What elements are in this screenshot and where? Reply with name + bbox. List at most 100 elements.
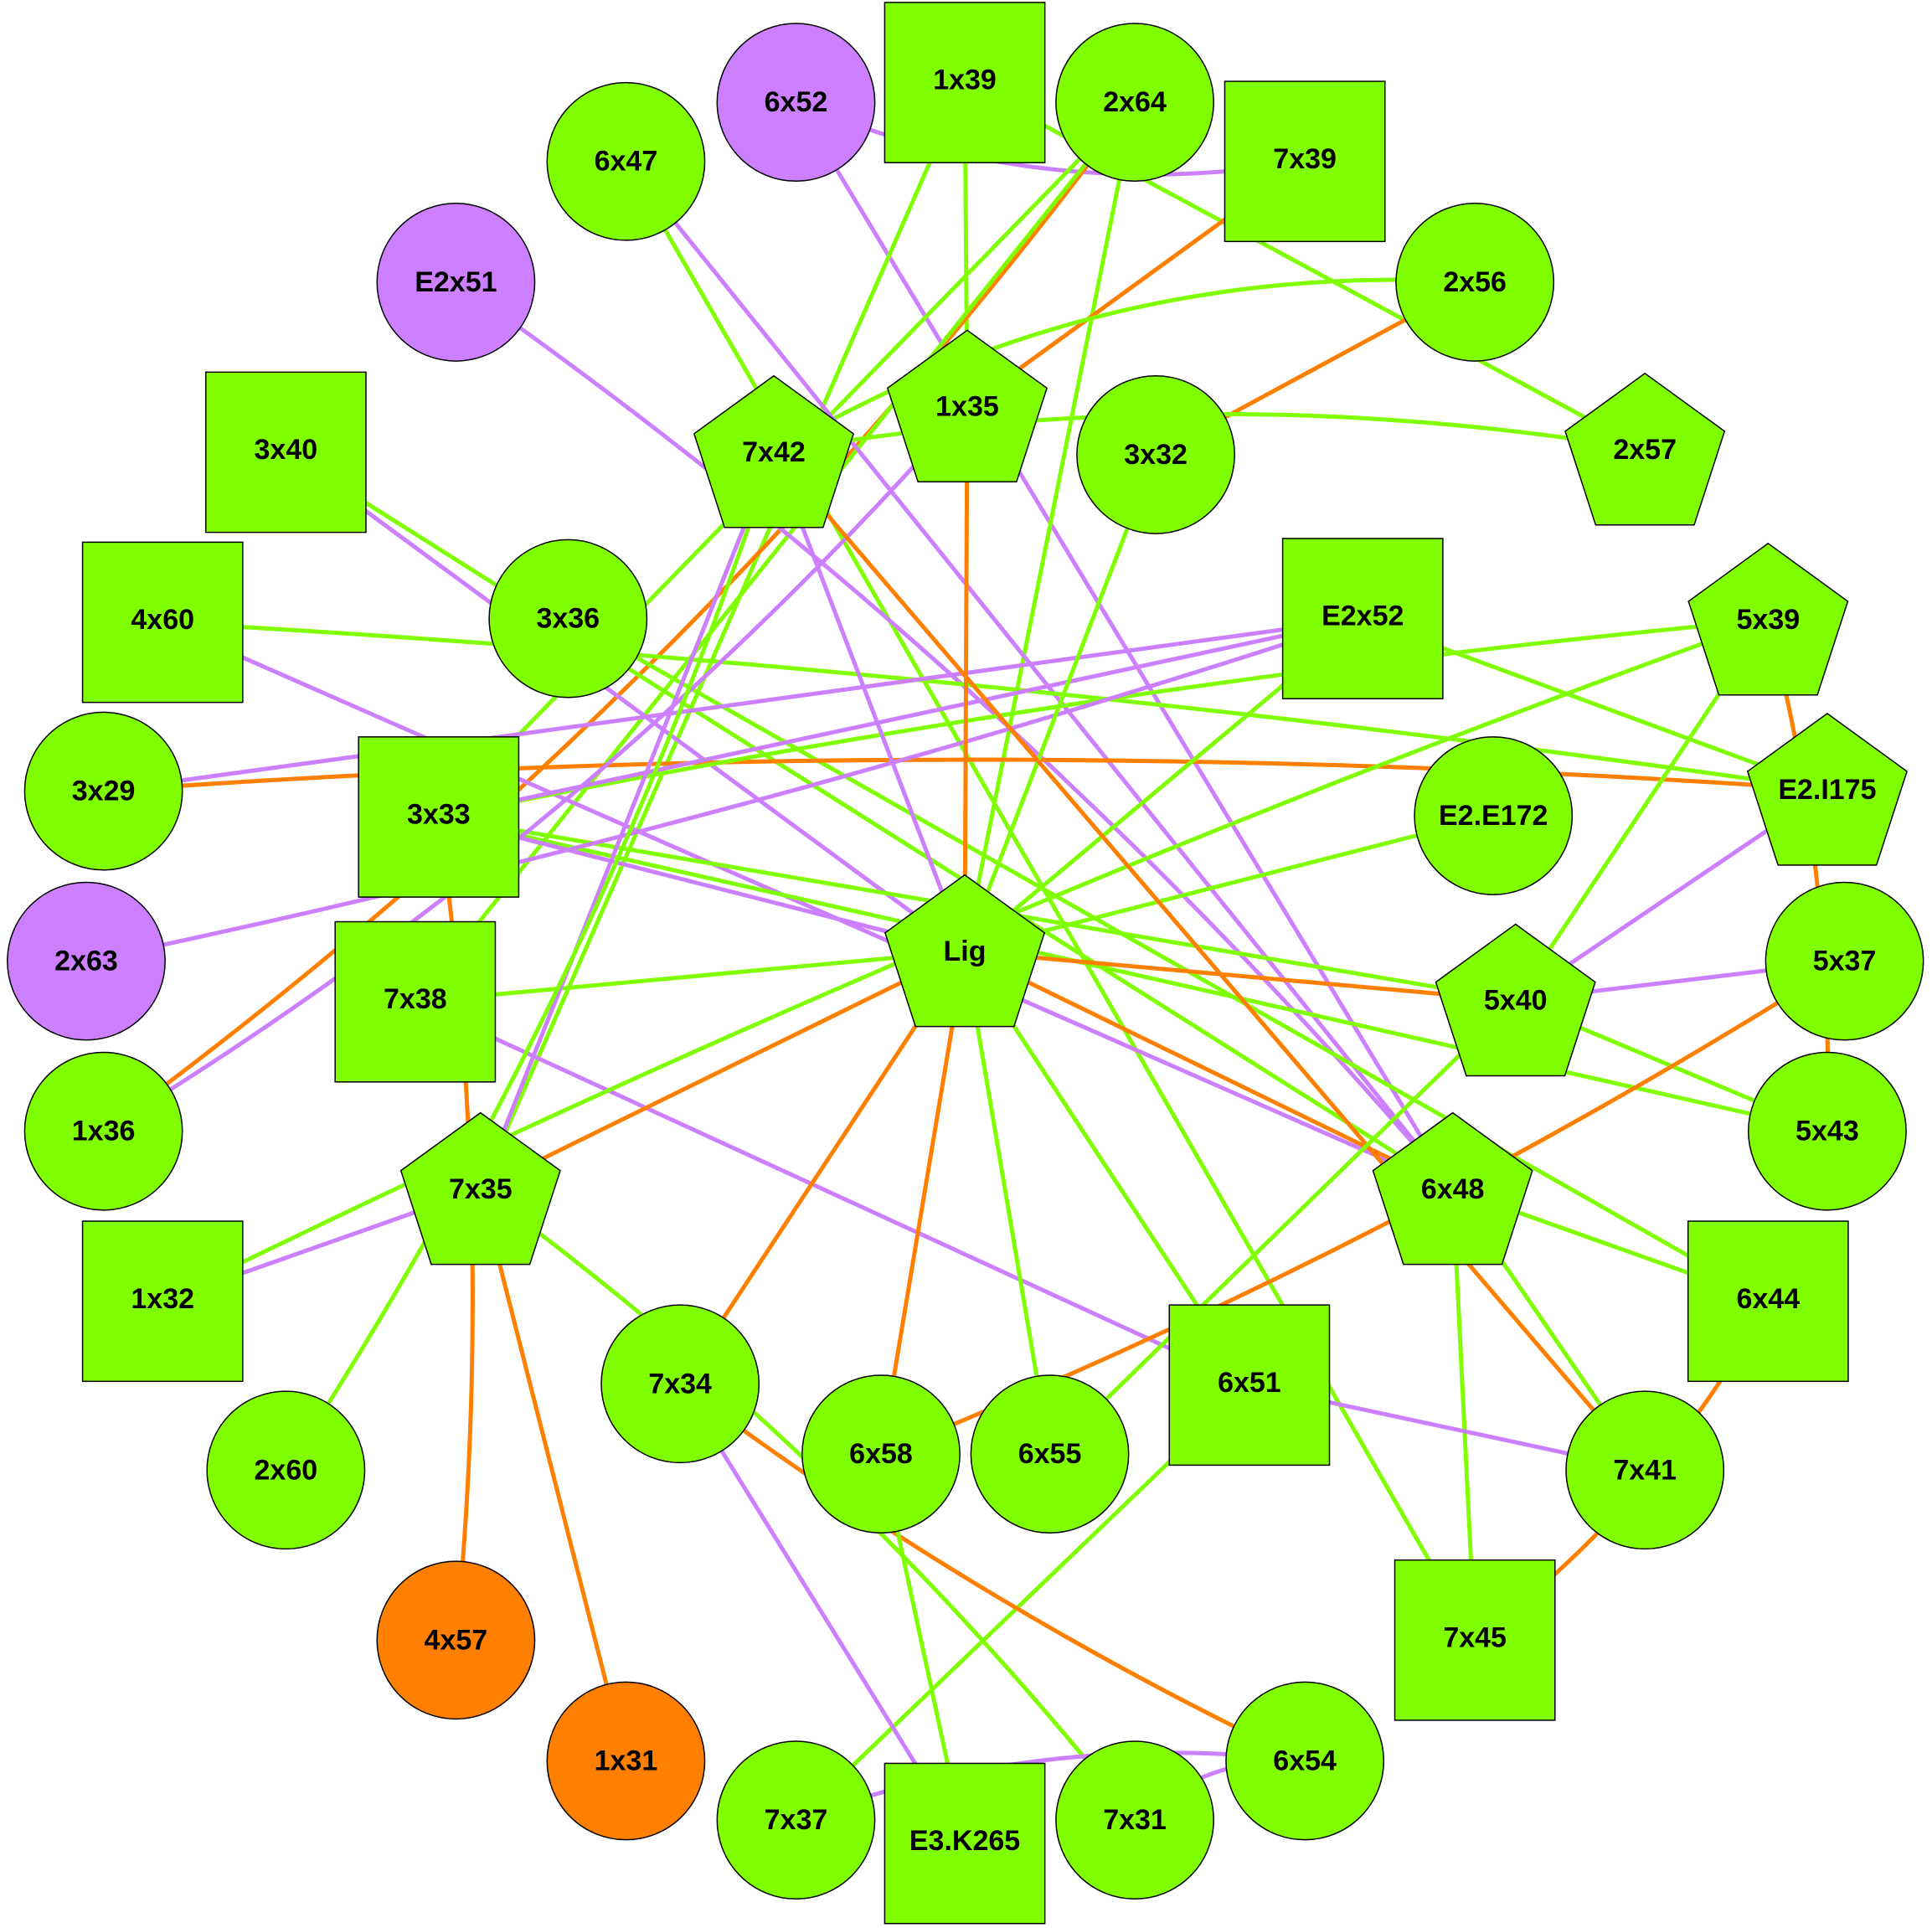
node-7x41[interactable]: 7x41	[1565, 1390, 1725, 1550]
circle-node-shape	[600, 1304, 760, 1464]
node-6x51[interactable]: 6x51	[1168, 1304, 1331, 1467]
edge-Lig-5x40	[964, 949, 1516, 1003]
node-5x37[interactable]: 5x37	[1765, 881, 1924, 1041]
node-label: 6x55	[1018, 1438, 1082, 1470]
square-node-shape	[1394, 1559, 1556, 1721]
edge-Lig-E2.E172	[964, 813, 1494, 954]
edge-2x63-E2x52	[85, 616, 1364, 964]
circle-node-shape	[23, 711, 183, 871]
node-7x38[interactable]: 7x38	[334, 920, 497, 1083]
node-7x37[interactable]: 7x37	[716, 1740, 876, 1900]
pentagon-node-shape	[399, 1111, 561, 1266]
node-6x44[interactable]: 6x44	[1687, 1220, 1849, 1383]
node-label: 7x42	[742, 436, 806, 468]
circle-node-shape	[1076, 374, 1235, 534]
node-label: E2.I175	[1778, 774, 1876, 806]
node-7x45[interactable]: 7x45	[1394, 1559, 1556, 1721]
node-label: 6x58	[849, 1438, 913, 1470]
pentagon-node-shape	[1746, 712, 1908, 866]
square-node-shape	[884, 2, 1046, 163]
edge-Lig-6x58	[878, 951, 967, 1455]
node-2x64[interactable]: 2x64	[1055, 23, 1214, 183]
node-6x58[interactable]: 6x58	[801, 1374, 961, 1534]
node-6x52[interactable]: 6x52	[716, 23, 876, 183]
node-label: 3x32	[1124, 439, 1188, 471]
edge-7x38-Lig	[415, 949, 966, 1004]
node-2x60[interactable]: 2x60	[206, 1390, 366, 1550]
node-4x60[interactable]: 4x60	[81, 541, 244, 704]
node-1x31[interactable]: 1x31	[546, 1681, 706, 1841]
node-E2x52[interactable]: E2x52	[1281, 538, 1444, 699]
node-label: 1x31	[595, 1745, 658, 1776]
node-6x55[interactable]: 6x55	[970, 1374, 1130, 1534]
square-node-shape	[1168, 1304, 1331, 1467]
node-5x40[interactable]: 5x40	[1435, 923, 1596, 1077]
node-6x48[interactable]: 6x48	[1372, 1111, 1533, 1266]
edge-5x40-6x55	[1048, 998, 1517, 1456]
node-label: 6x47	[595, 146, 658, 178]
node-3x32[interactable]: 3x32	[1076, 374, 1235, 534]
node-label: 5x37	[1813, 946, 1877, 977]
pentagon-node-shape	[693, 374, 854, 528]
node-E2.I175[interactable]: E2.I175	[1746, 712, 1908, 866]
node-7x39[interactable]: 7x39	[1224, 80, 1386, 243]
square-node-shape	[1687, 1220, 1849, 1383]
node-1x36[interactable]: 1x36	[23, 1051, 183, 1211]
node-7x31[interactable]: 7x31	[1055, 1740, 1214, 1900]
square-node-shape	[1224, 80, 1386, 243]
node-5x39[interactable]: 5x39	[1687, 542, 1849, 696]
circle-node-shape	[1748, 1051, 1907, 1211]
node-label: 1x36	[72, 1116, 136, 1147]
node-7x34[interactable]: 7x34	[600, 1304, 760, 1464]
edge-3x36-6x44	[567, 616, 1770, 1303]
node-5x43[interactable]: 5x43	[1748, 1051, 1907, 1211]
edge-1x36-1x35	[102, 405, 969, 1133]
node-7x35[interactable]: 7x35	[399, 1111, 561, 1266]
node-3x29[interactable]: 3x29	[23, 711, 183, 871]
node-label: 1x32	[131, 1283, 194, 1315]
edge-2x64-Lig	[962, 101, 1137, 952]
circle-node-shape	[7, 881, 166, 1041]
edge-7x35-7x42	[478, 451, 776, 1190]
node-Lig[interactable]: Lig	[884, 874, 1046, 1028]
node-label: 2x64	[1103, 86, 1167, 118]
node-label: 2x56	[1443, 266, 1507, 298]
node-E2.E172[interactable]: E2.E172	[1414, 736, 1574, 895]
node-2x57[interactable]: 2x57	[1564, 372, 1726, 526]
node-label: 2x60	[255, 1454, 318, 1486]
node-1x35[interactable]: 1x35	[886, 329, 1048, 483]
node-label: 3x33	[407, 799, 471, 831]
node-1x39[interactable]: 1x39	[884, 2, 1046, 163]
node-2x56[interactable]: 2x56	[1395, 203, 1555, 362]
edge-3x33-E2x52	[438, 616, 1363, 819]
circle-node-shape	[1225, 1681, 1385, 1841]
circle-node-shape	[546, 1681, 706, 1841]
square-node-shape	[81, 541, 244, 704]
node-7x42[interactable]: 7x42	[693, 374, 854, 528]
edge-Lig-7x42	[771, 451, 967, 952]
node-3x36[interactable]: 3x36	[488, 539, 648, 699]
node-4x57[interactable]: 4x57	[376, 1560, 536, 1720]
circle-node-shape	[1765, 881, 1924, 1041]
pentagon-node-shape	[884, 874, 1046, 1028]
node-6x47[interactable]: 6x47	[546, 81, 706, 241]
node-3x40[interactable]: 3x40	[204, 371, 367, 534]
circle-node-shape	[488, 539, 648, 699]
node-2x63[interactable]: 2x63	[7, 881, 166, 1041]
edge-1x39-7x35	[478, 81, 967, 1190]
node-label: 7x41	[1613, 1454, 1677, 1486]
node-3x33[interactable]: 3x33	[358, 736, 520, 898]
node-label: E2x51	[415, 266, 497, 298]
circle-node-shape	[376, 203, 536, 362]
node-6x54[interactable]: 6x54	[1225, 1681, 1385, 1841]
node-1x32[interactable]: 1x32	[81, 1220, 244, 1383]
edge-7x35-1x31	[478, 1188, 628, 1762]
node-E2x51[interactable]: E2x51	[376, 203, 536, 362]
node-E3.K265[interactable]: E3.K265	[884, 1762, 1046, 1925]
circle-node-shape	[1395, 203, 1555, 362]
node-label: 7x34	[648, 1368, 712, 1400]
node-label: 7x38	[384, 983, 447, 1015]
edge-6x47-6x48	[624, 160, 1455, 1191]
